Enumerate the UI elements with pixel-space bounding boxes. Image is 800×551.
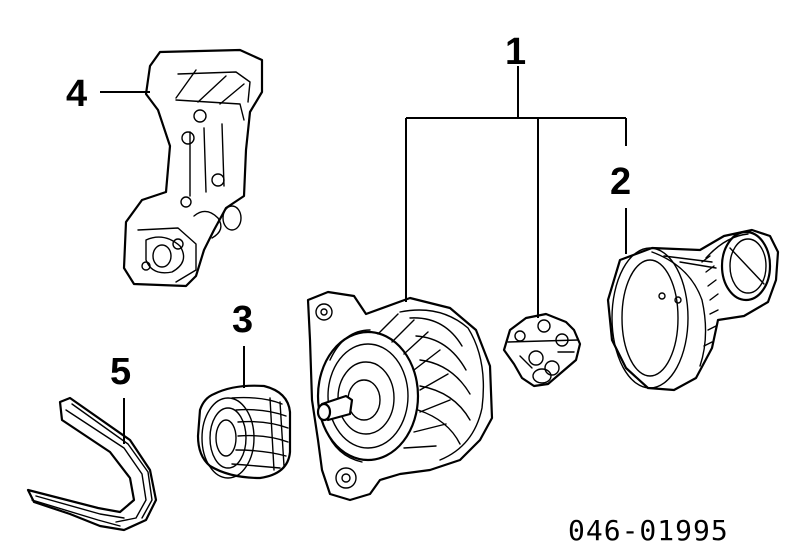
- alternator-icon[interactable]: [306, 290, 494, 502]
- mounting-bracket-icon[interactable]: [122, 48, 264, 288]
- callout-5: 5: [110, 351, 131, 393]
- leader-lines: [100, 66, 627, 444]
- callout-2: 2: [610, 161, 631, 203]
- regulator-icon[interactable]: [502, 312, 582, 388]
- callout-3: 3: [232, 299, 253, 341]
- callout-4: 4: [66, 73, 87, 115]
- reference-number: 046-01995: [568, 514, 729, 547]
- pulley-icon[interactable]: [196, 384, 292, 480]
- v-belt-icon[interactable]: [26, 396, 158, 532]
- rear-cover-icon[interactable]: [606, 228, 780, 392]
- callout-1: 1: [505, 31, 526, 73]
